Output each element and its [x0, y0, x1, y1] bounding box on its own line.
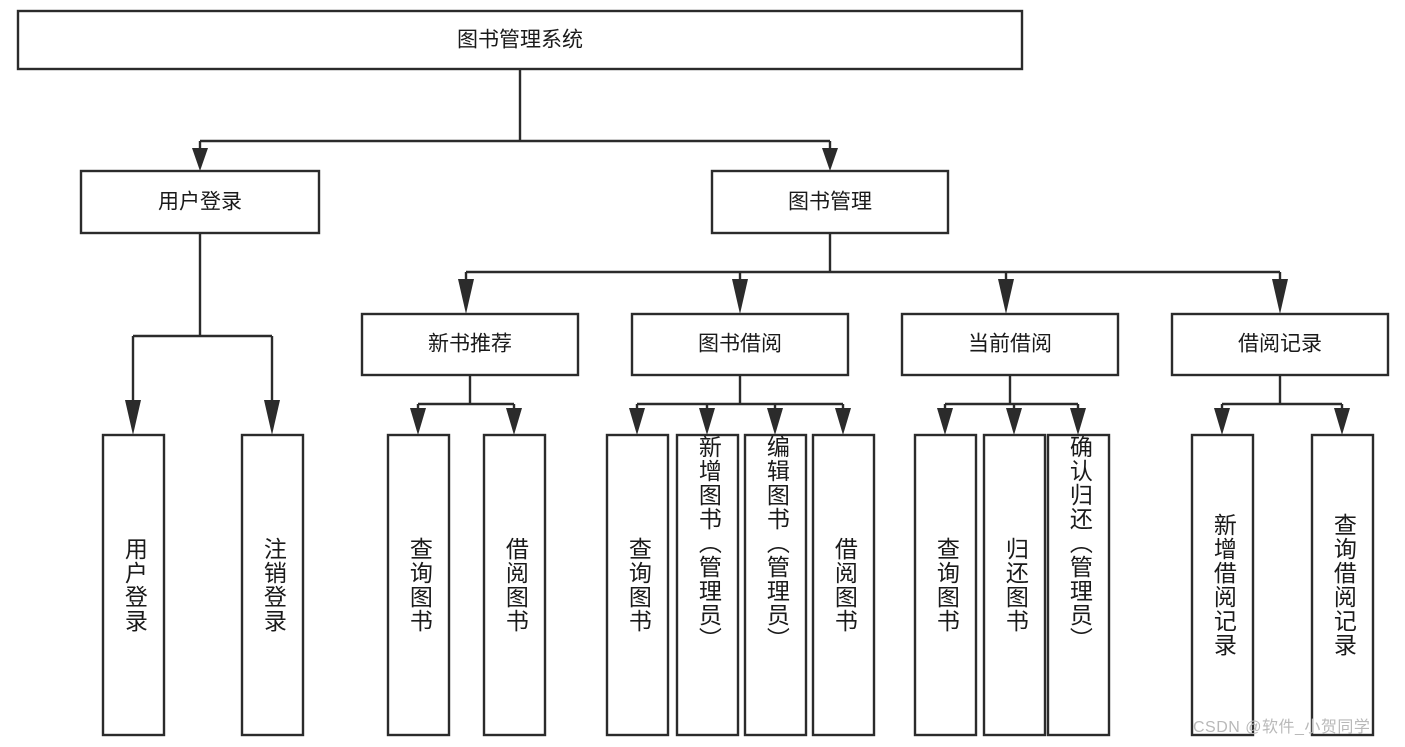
arrow-head-leaf-add-book	[699, 408, 715, 435]
leaf-rect-add-record[interactable]	[1190, 433, 1255, 737]
connector-group-root	[192, 69, 838, 171]
arrow-head-leaf-user-login	[125, 400, 141, 435]
arrow-head-leaf-add-record	[1214, 408, 1230, 435]
leaf-rect-query-record[interactable]	[1310, 433, 1375, 737]
leaf-rect-query-book-1[interactable]	[386, 433, 451, 737]
leaf-rect-borrow-book-2[interactable]	[811, 433, 876, 737]
arrow-head-leaf-borrow-book-2	[835, 408, 851, 435]
node-root[interactable]: 图书管理系统	[16, 9, 1024, 71]
csdn-watermark: CSDN @软件_小贺同学	[1193, 719, 1371, 736]
node-book-manage[interactable]: 图书管理	[710, 169, 950, 235]
leaf-rect-user-login[interactable]	[101, 433, 166, 737]
connector-group-user-login	[125, 233, 280, 435]
leaf-rect-borrow-book-1[interactable]	[482, 433, 547, 737]
leaf-rect-query-book-3[interactable]	[913, 433, 978, 737]
leaf-rect-confirm-return[interactable]	[1046, 433, 1111, 737]
connector-group-borrow-record	[1214, 375, 1350, 435]
arrow-head-leaf-query-book-3	[937, 408, 953, 435]
arrow-head-leaf-borrow-book-1	[506, 408, 522, 435]
node-book-manage-label: 图书管理	[788, 191, 872, 214]
leaf-boxes	[101, 433, 1375, 737]
node-current-borrow-label: 当前借阅	[968, 333, 1052, 356]
node-book-borrow-rect[interactable]	[630, 312, 850, 377]
connector-group-book-manage	[458, 233, 1288, 314]
node-root-rect[interactable]	[16, 9, 1024, 71]
node-book-borrow[interactable]: 图书借阅	[630, 312, 850, 377]
node-current-borrow[interactable]: 当前借阅	[900, 312, 1120, 377]
arrow-head-borrow-record	[1272, 279, 1288, 314]
leaf-rect-return-book[interactable]	[982, 433, 1047, 737]
node-new-book-recommend-label: 新书推荐	[428, 333, 512, 356]
leaf-rect-add-book[interactable]	[675, 433, 740, 737]
leaf-rect-edit-book[interactable]	[743, 433, 808, 737]
connector-group-current-borrow	[937, 375, 1086, 435]
leaf-rect-query-book-2[interactable]	[605, 433, 670, 737]
node-current-borrow-rect[interactable]	[900, 312, 1120, 377]
node-book-manage-rect[interactable]	[710, 169, 950, 235]
arrow-head-leaf-logout	[264, 400, 280, 435]
arrow-head-new-book-recommend	[458, 279, 474, 314]
arrow-head-current-borrow	[998, 279, 1014, 314]
node-book-borrow-label: 图书借阅	[698, 333, 782, 356]
node-user-login-label: 用户登录	[158, 191, 242, 214]
arrow-head-leaf-confirm-return	[1070, 408, 1086, 435]
connector-group-new-book-recommend	[410, 375, 522, 435]
connector-group-book-borrow	[629, 375, 851, 435]
arrow-head-book-borrow	[732, 279, 748, 314]
arrow-head-user-login	[192, 148, 208, 171]
node-user-login[interactable]: 用户登录	[79, 169, 321, 235]
arrow-head-book-manage	[822, 148, 838, 171]
node-user-login-rect[interactable]	[79, 169, 321, 235]
node-root-label: 图书管理系统	[457, 29, 583, 52]
node-borrow-record[interactable]: 借阅记录	[1170, 312, 1390, 377]
arrow-head-leaf-query-book-1	[410, 408, 426, 435]
node-borrow-record-label: 借阅记录	[1238, 333, 1322, 356]
node-new-book-recommend-rect[interactable]	[360, 312, 580, 377]
leaf-rect-logout[interactable]	[240, 433, 305, 737]
arrow-head-leaf-return-book	[1006, 408, 1022, 435]
arrow-head-leaf-query-record	[1334, 408, 1350, 435]
arrow-head-leaf-edit-book	[767, 408, 783, 435]
node-new-book-recommend[interactable]: 新书推荐	[360, 312, 580, 377]
node-borrow-record-rect[interactable]	[1170, 312, 1390, 377]
arrow-head-leaf-query-book-2	[629, 408, 645, 435]
